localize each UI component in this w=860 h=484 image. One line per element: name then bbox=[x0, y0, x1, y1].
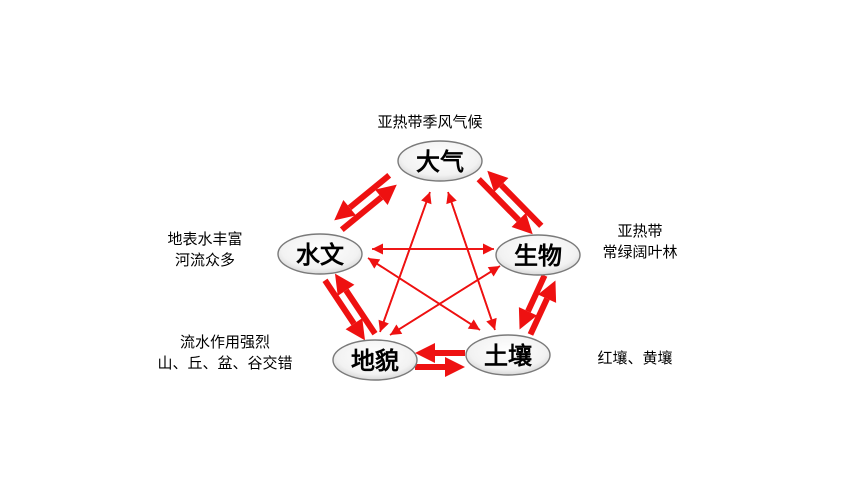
star-shengwu-dimao-b-shaft bbox=[389, 271, 492, 336]
annotation-shengwu: 亚热带 常绿阔叶林 bbox=[565, 221, 715, 263]
arrow-layer bbox=[322, 170, 557, 377]
annotation-shuiwen-line-2: 河流众多 bbox=[174, 251, 235, 269]
node-shengwu-label: 生物 bbox=[514, 242, 562, 270]
arrow-pair-daqi-shengwu-forward-head bbox=[511, 212, 533, 235]
node-dimao: 地貌 bbox=[332, 339, 418, 381]
arrow-pair-daqi-shuiwen-forward-shaft bbox=[347, 173, 392, 211]
annotation-dimao: 流水作用强烈 山、丘、盆、谷交错 bbox=[120, 332, 330, 374]
node-shuiwen-label: 水文 bbox=[296, 241, 345, 269]
annotation-shuiwen-line-1: 地表水丰富 bbox=[167, 230, 243, 248]
annotation-shuiwen: 地表水丰富 河流众多 bbox=[130, 229, 280, 271]
star-daqi-turang-b-head bbox=[446, 192, 457, 205]
star-shuiwen-turang-b-shaft bbox=[376, 263, 481, 331]
star-shengwu-dimao-b-head bbox=[487, 266, 500, 277]
node-daqi-label: 大气 bbox=[416, 148, 464, 176]
annotation-dimao-line-1: 流水作用强烈 bbox=[179, 333, 270, 351]
arrow-pair-dimao-turang-backward-head bbox=[415, 343, 435, 363]
arrow-pair-shuiwen-dimao-forward-shaft bbox=[322, 278, 357, 326]
arrow-pair-daqi-shuiwen-forward-head bbox=[334, 199, 357, 221]
star-daqi-turang-b-shaft bbox=[450, 202, 496, 331]
arrow-pair-daqi-shuiwen-backward-head bbox=[374, 184, 397, 206]
arrow-pair-dimao-turang-forward-head bbox=[445, 357, 465, 377]
arrow-pair-daqi-shengwu-forward-shaft bbox=[476, 177, 521, 223]
node-dimao-label: 地貌 bbox=[351, 347, 399, 375]
node-turang: 土壤 bbox=[465, 334, 551, 376]
star-daqi-dimao-b-shaft bbox=[379, 202, 428, 333]
node-shengwu: 生物 bbox=[495, 234, 581, 276]
node-shengwu-ellipse bbox=[495, 234, 581, 276]
node-layer: 大气 生物 土壤 地貌 水文 bbox=[277, 140, 581, 381]
annotation-shengwu-line-1: 亚热带 bbox=[617, 222, 663, 240]
annotation-turang-line: 红壤、黄壤 bbox=[597, 349, 673, 367]
arrow-pair-shengwu-turang-backward-shaft bbox=[527, 297, 550, 336]
annotation-daqi-line: 亚热带季风气候 bbox=[377, 113, 483, 131]
node-turang-label: 土壤 bbox=[484, 342, 533, 370]
node-shuiwen-ellipse bbox=[277, 233, 363, 275]
arrow-pair-daqi-shuiwen-backward-shaft bbox=[339, 194, 384, 232]
node-daqi: 大气 bbox=[397, 140, 483, 182]
arrow-pair-shengwu-turang-backward-head bbox=[537, 280, 557, 303]
arrow-pair-shengwu-turang-forward-head bbox=[518, 307, 538, 330]
annotation-shengwu-line-2: 常绿阔叶林 bbox=[602, 243, 678, 261]
star-daqi-dimao-b-head bbox=[421, 192, 432, 205]
annotation-dimao-line-2: 山、丘、盆、谷交错 bbox=[157, 354, 293, 372]
annotation-turang: 红壤、黄壤 bbox=[570, 348, 700, 369]
node-shuiwen: 水文 bbox=[277, 233, 363, 275]
node-daqi-ellipse bbox=[397, 140, 483, 182]
arrow-pair-daqi-shengwu-backward-head bbox=[487, 170, 509, 193]
star-shuiwen-shengwu-b-head bbox=[372, 243, 383, 255]
annotation-daqi: 亚热带季风气候 bbox=[335, 112, 525, 133]
arrow-pair-shuiwen-dimao-backward-head bbox=[334, 273, 355, 296]
node-turang-ellipse bbox=[465, 334, 551, 376]
arrow-pair-daqi-shengwu-backward-shaft bbox=[499, 182, 544, 228]
arrow-pair-shuiwen-dimao-forward-head bbox=[345, 318, 366, 341]
node-dimao-ellipse bbox=[332, 339, 418, 381]
arrow-pair-shuiwen-dimao-backward-shaft bbox=[343, 288, 378, 336]
star-shuiwen-turang-b-head bbox=[368, 258, 381, 269]
arrow-pair-shengwu-turang-forward-shaft bbox=[525, 274, 548, 313]
